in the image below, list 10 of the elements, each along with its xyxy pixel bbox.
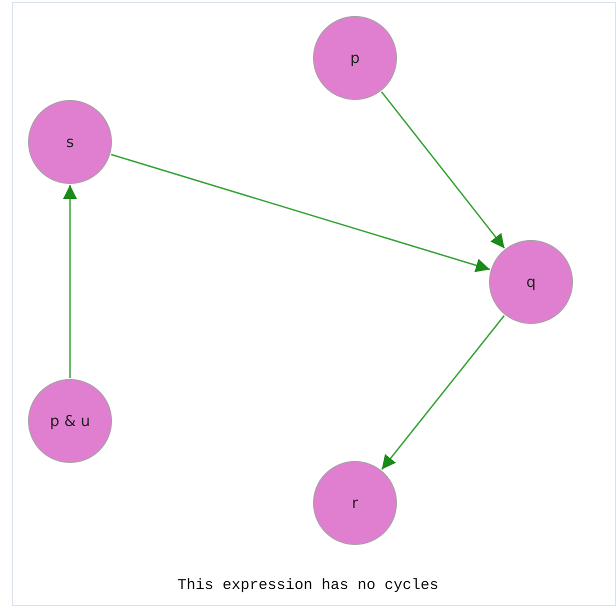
arrow: [63, 185, 77, 378]
node-label: r: [352, 494, 358, 512]
node-label: s: [66, 133, 74, 151]
node-label: p: [350, 49, 360, 67]
arrow: [110, 154, 490, 272]
caption: This expression has no cycles: [177, 577, 439, 594]
node-label: p & u: [50, 412, 90, 430]
arrow: [381, 315, 505, 470]
node-label: q: [526, 273, 536, 291]
arrow: [380, 91, 506, 249]
